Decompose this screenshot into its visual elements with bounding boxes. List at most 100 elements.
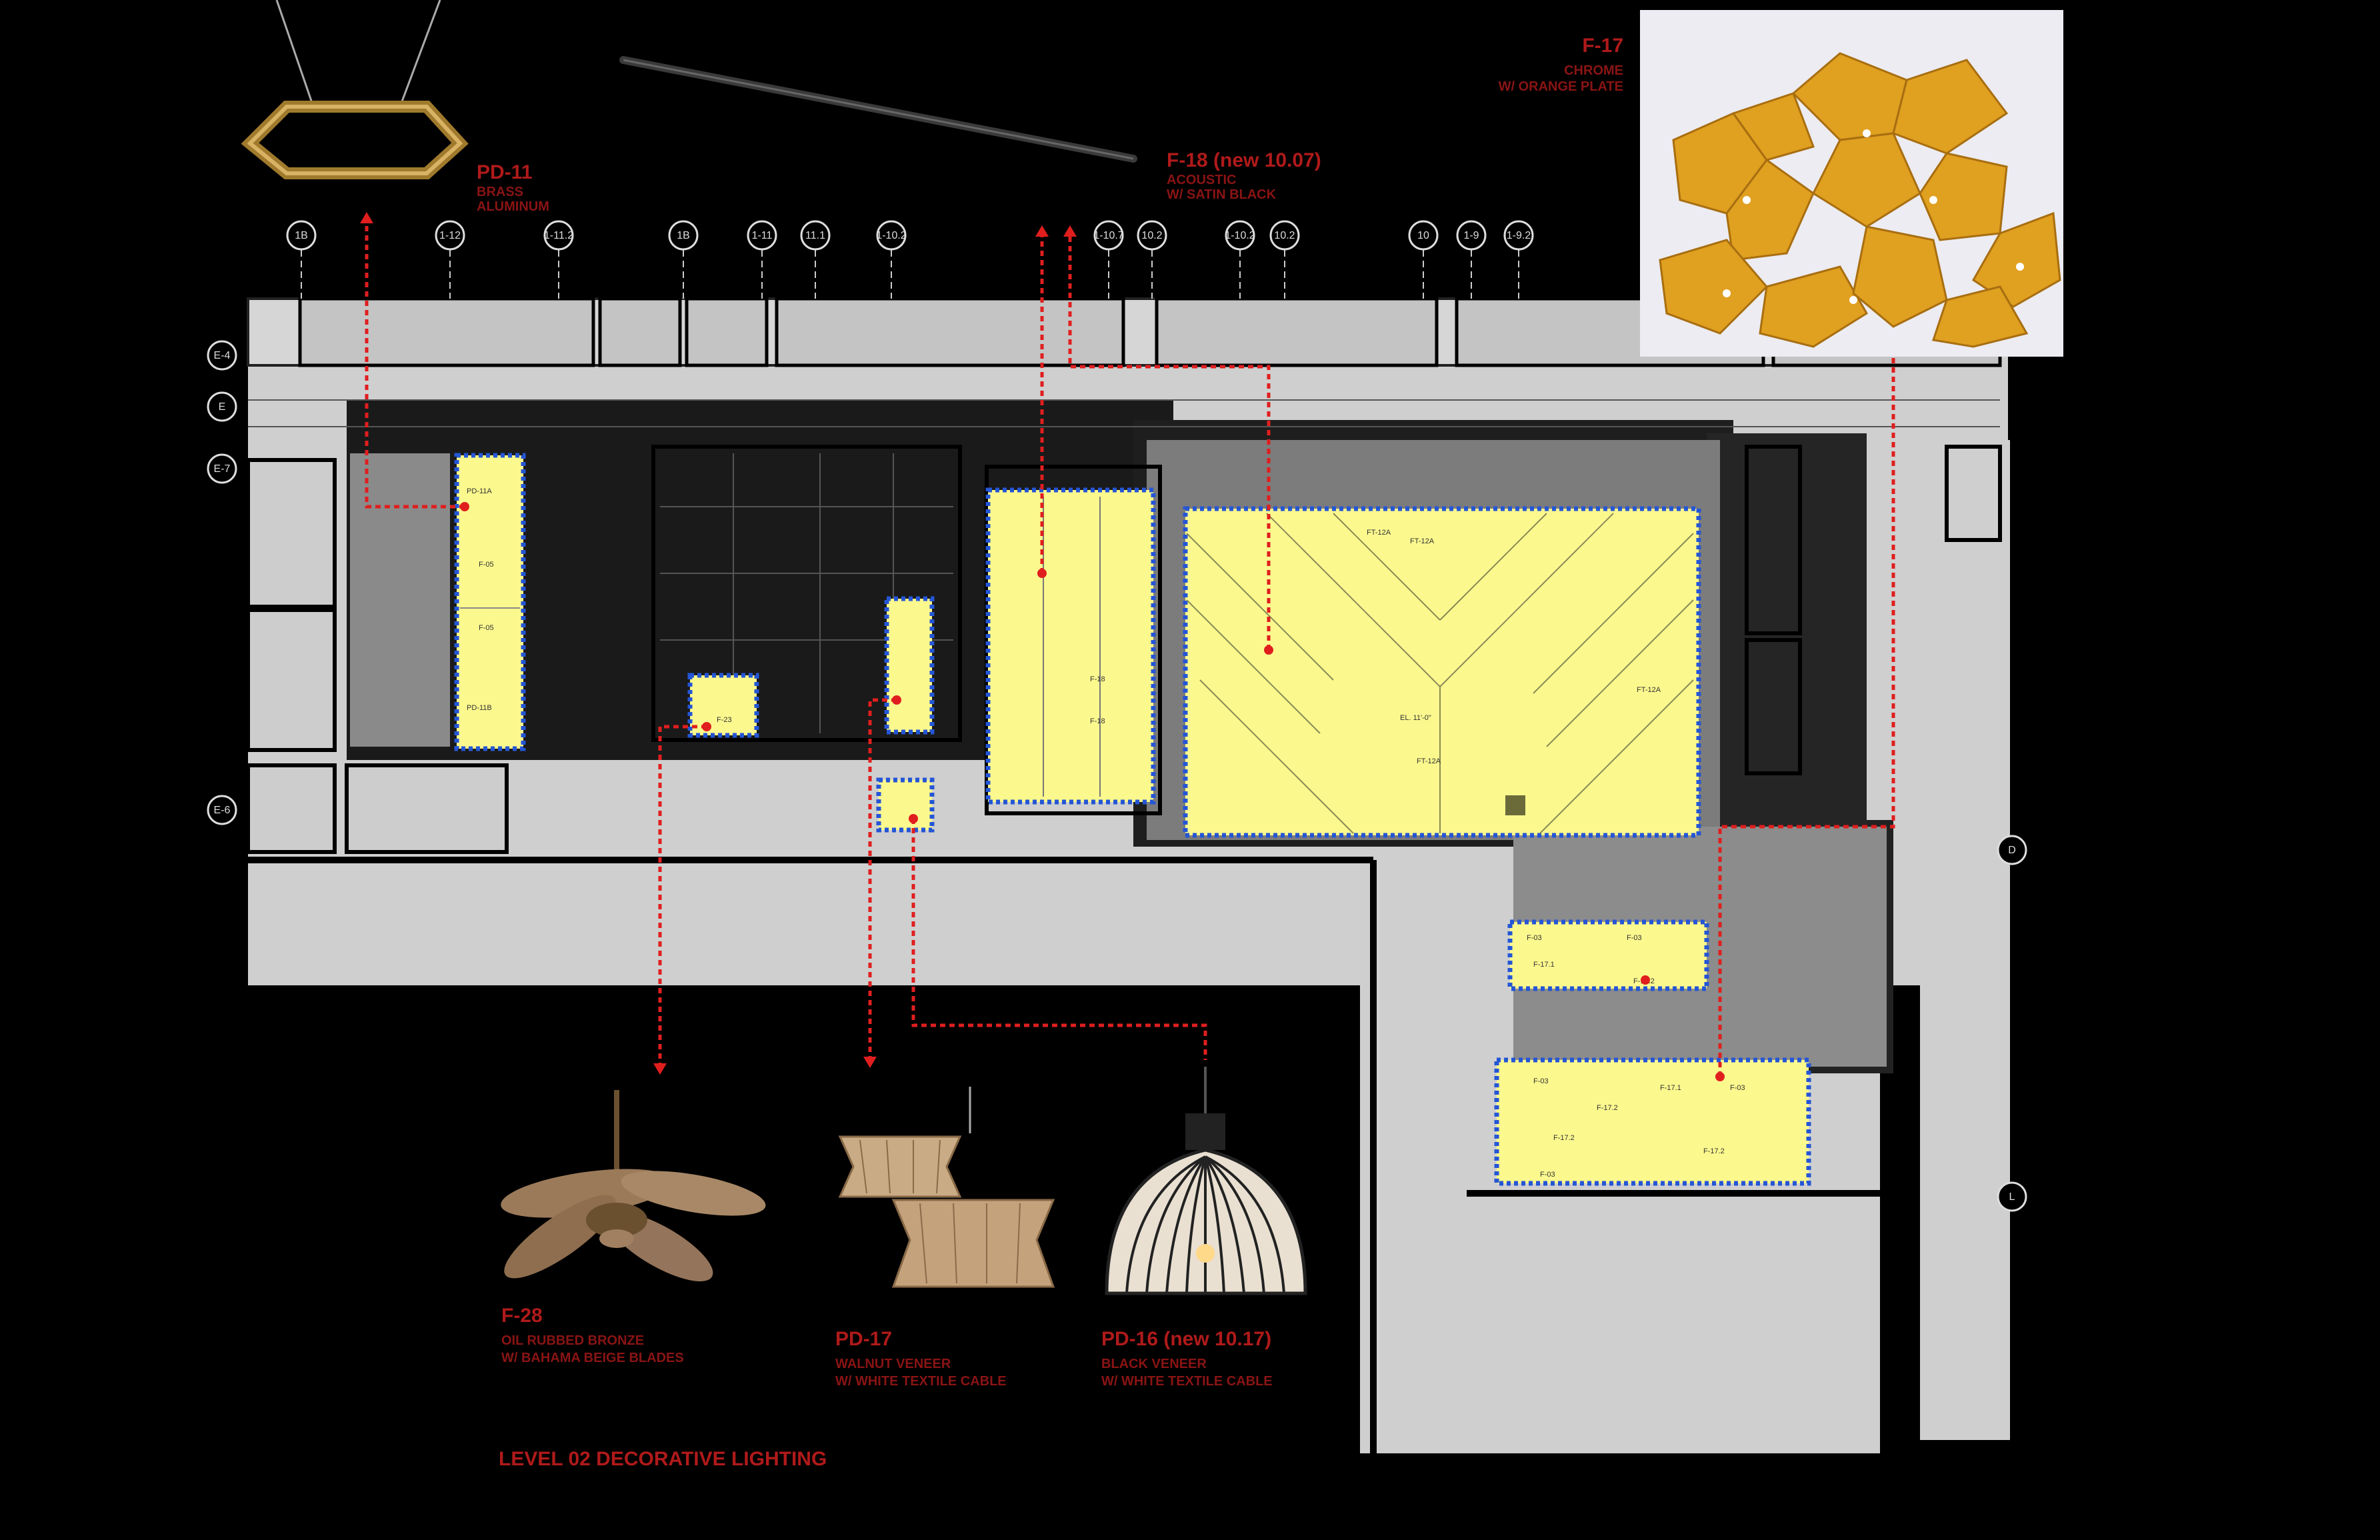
zone-pd16[interactable] (876, 777, 935, 833)
fixture-label-f17: F-17 CHROME W/ ORANGE PLATE (1499, 35, 1623, 94)
zone-f17-herringbone[interactable] (1183, 506, 1701, 838)
svg-text:F-03: F-03 (1533, 1077, 1549, 1085)
grid-bubble: 1-11 (747, 220, 777, 251)
svg-text:F-17: F-17 (1582, 35, 1623, 57)
leader-pd11 (365, 220, 465, 509)
svg-text:E-4: E-4 (214, 350, 231, 361)
ceiling-fan-icon (501, 1090, 766, 1281)
svg-text:FT-12A: FT-12A (1410, 537, 1435, 545)
svg-text:F-18 (new 10.07): F-18 (new 10.07) (1167, 149, 1321, 171)
grid-bubbles-top: 1B 1-12 1-11.2 1B 1-11 11.1 1-10.2 1-10.7 10.2 1-… (286, 220, 1534, 299)
svg-text:ACOUSTIC: ACOUSTIC (1167, 173, 1236, 187)
svg-text:FT-12A: FT-12A (1637, 686, 1661, 694)
svg-text:F-05: F-05 (479, 561, 494, 569)
svg-text:F-17.2: F-17.2 (1703, 1147, 1725, 1155)
svg-text:PD-17: PD-17 (835, 1328, 892, 1350)
svg-text:L: L (2009, 1191, 2015, 1203)
svg-text:1B: 1B (677, 230, 690, 241)
svg-text:W/ WHITE TEXTILE CABLE: W/ WHITE TEXTILE CABLE (1101, 1374, 1273, 1389)
fixture-label-f28: F-28 OIL RUBBED BRONZE W/ BAHAMA BEIGE B… (501, 1305, 684, 1365)
grid-bubble: 1-10.7 (1093, 220, 1124, 251)
svg-text:F-17.1: F-17.1 (1533, 961, 1555, 969)
svg-text:WALNUT VENEER: WALNUT VENEER (835, 1357, 951, 1371)
grid-bubble: 1B (668, 220, 699, 251)
zone-tags: PD-11A F-05 F-05 PD-11B F-23 F-18 F-18 F… (467, 487, 1745, 1179)
linear-suspended-bar-icon (619, 56, 1137, 163)
svg-text:E-6: E-6 (214, 805, 231, 816)
grid-bubble: 1-10.2 (876, 220, 907, 251)
zone-pd17[interactable] (884, 596, 935, 735)
svg-text:EL. 11'-0": EL. 11'-0" (1400, 714, 1431, 722)
svg-text:PD-11A: PD-11A (467, 487, 492, 495)
leader-lines (365, 220, 1895, 1077)
svg-text:1-11: 1-11 (752, 230, 773, 241)
grid-bubble: E-7 (207, 453, 237, 484)
svg-text:F-03: F-03 (1527, 934, 1542, 942)
svg-text:CHROME: CHROME (1564, 63, 1623, 78)
svg-text:FT-12A: FT-12A (1367, 529, 1391, 537)
fixture-label-f18: F-18 (new 10.07) ACOUSTIC W/ SATIN BLACK (1167, 149, 1321, 202)
svg-text:FT-12A: FT-12A (1417, 757, 1441, 765)
svg-text:W/ WHITE TEXTILE CABLE: W/ WHITE TEXTILE CABLE (835, 1374, 1007, 1389)
fixture-label-pd17: PD-17 WALNUT VENEER W/ WHITE TEXTILE CAB… (835, 1328, 1007, 1389)
zone-f18[interactable] (985, 487, 1156, 805)
svg-text:1-9: 1-9 (1463, 230, 1479, 241)
svg-text:BLACK VENEER: BLACK VENEER (1101, 1357, 1207, 1371)
fixture-label-pd16: PD-16 (new 10.17) BLACK VENEER W/ WHITE … (1101, 1328, 1273, 1389)
sheet-title: LEVEL 02 DECORATIVE LIGHTING (499, 1448, 827, 1470)
svg-text:BRASS: BRASS (477, 185, 523, 199)
svg-text:D: D (2008, 845, 2016, 856)
grid-bubbles-right: DL (1997, 835, 2027, 1212)
svg-text:1-9.2: 1-9.2 (1507, 230, 1531, 241)
zone-f17-lower[interactable] (1494, 1057, 1811, 1186)
grid-bubble: 1-9.2 (1503, 220, 1534, 251)
svg-text:F-23: F-23 (717, 716, 732, 724)
grid-bubble: 1-10.2 (1225, 220, 1255, 251)
grid-bubble: 1-12 (435, 220, 465, 251)
grid-bubble: D (1997, 835, 2027, 865)
lighting-zones (454, 453, 1811, 1186)
svg-text:W/ BAHAMA BEIGE BLADES: W/ BAHAMA BEIGE BLADES (501, 1351, 684, 1365)
hexagon-ring-pendant-icon (241, 0, 469, 179)
grid-bubble: E-4 (207, 340, 237, 371)
grid-bubble: 1-11.2 (543, 220, 574, 251)
grid-bubble: 10.2 (1269, 220, 1300, 251)
svg-text:PD-11B: PD-11B (467, 704, 492, 712)
svg-text:W/ ORANGE PLATE: W/ ORANGE PLATE (1499, 79, 1623, 94)
grid-bubble: 10 (1408, 220, 1439, 251)
zone-f23[interactable] (687, 673, 759, 738)
orange-petal-cluster-icon (1640, 10, 2063, 357)
svg-text:F-03: F-03 (1627, 934, 1642, 942)
svg-text:F-03: F-03 (1540, 1171, 1555, 1179)
svg-text:F-05: F-05 (479, 624, 494, 632)
svg-text:F-18: F-18 (1090, 717, 1105, 725)
leader-pd17 (868, 698, 897, 1060)
grid-bubble: 11.1 (800, 220, 831, 251)
svg-text:W/ SATIN BLACK: W/ SATIN BLACK (1167, 187, 1277, 202)
svg-text:ALUMINUM: ALUMINUM (477, 199, 549, 214)
svg-text:11.1: 11.1 (805, 230, 825, 241)
svg-text:F-28: F-28 (501, 1305, 543, 1327)
grid-bubble: L (1997, 1181, 2027, 1212)
grid-bubble: E-6 (207, 795, 237, 825)
svg-text:F-17.1: F-17.1 (1660, 1084, 1681, 1092)
svg-text:10.2: 10.2 (1274, 230, 1295, 241)
svg-text:10: 10 (1417, 230, 1429, 241)
svg-text:1-12: 1-12 (439, 230, 461, 241)
svg-text:E-7: E-7 (214, 463, 231, 475)
stacked-wood-pendant-icon (838, 1087, 1055, 1288)
leader-f18-b (1068, 233, 1271, 650)
svg-text:F-17.2: F-17.2 (1553, 1134, 1575, 1142)
svg-text:1-10.2: 1-10.2 (876, 230, 906, 241)
svg-text:PD-16 (new 10.17): PD-16 (new 10.17) (1101, 1328, 1271, 1350)
grid-bubble: 1B (286, 220, 317, 251)
fixture-label-pd11: PD-11 BRASS ALUMINUM (477, 161, 549, 214)
grid-bubble: E (207, 391, 237, 422)
leader-f17 (1718, 327, 1895, 1077)
leader-dots (460, 502, 1725, 1081)
dome-slat-pendant-icon (1105, 1067, 1307, 1295)
zone-f17-upper[interactable] (1507, 919, 1709, 991)
svg-text:F-18: F-18 (1090, 675, 1105, 683)
grid-bubbles-left: E-4E E-7E-6 (207, 340, 237, 825)
